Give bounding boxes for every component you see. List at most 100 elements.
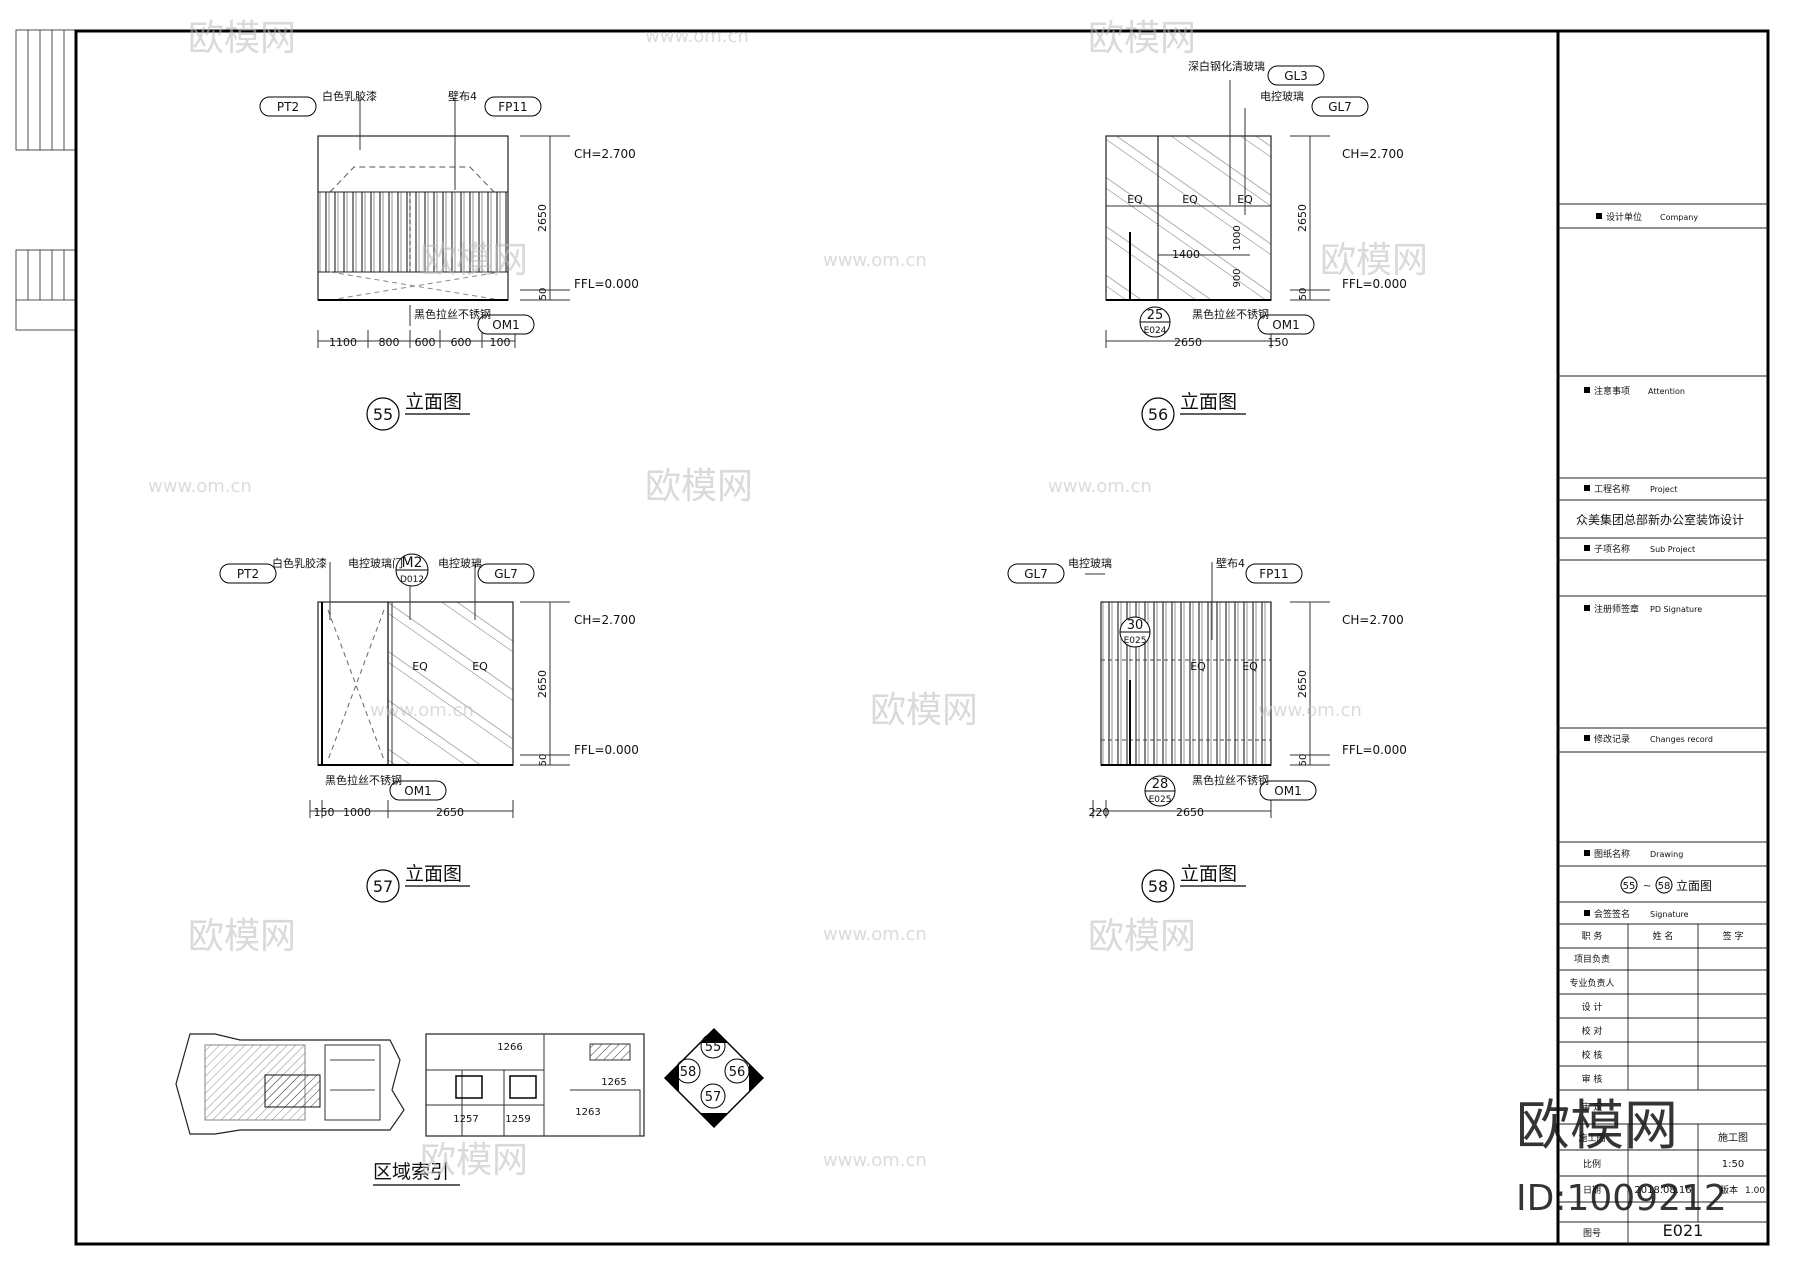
room-number: 1263 [575, 1107, 600, 1118]
section-ref-num: 30 [1127, 618, 1144, 633]
room-number: 1265 [601, 1077, 626, 1088]
tag-note: 电控玻璃 [438, 556, 482, 570]
floor-level: FFL=0.000 [574, 743, 639, 757]
height-dim: 50 [538, 288, 549, 301]
width-dim: 600 [415, 336, 436, 349]
elevation-56: GL3 深白钢化清玻璃 GL7 电控玻璃 OM1 黑色拉丝不锈钢 CH=2.70… [1105, 59, 1407, 431]
tag-note: 电控玻璃 [1068, 556, 1112, 570]
changes-label-en: Changes record [1650, 735, 1713, 744]
signature-label-en: Signature [1650, 910, 1689, 919]
room-number: 1257 [453, 1114, 478, 1125]
elevation-title: 立面图 [405, 391, 462, 413]
ceiling-level: CH=2.700 [1342, 147, 1404, 161]
inner-dim: EQ [1182, 193, 1198, 206]
project-label-en: Project [1650, 485, 1677, 494]
elevation-number: 55 [373, 405, 393, 424]
left-margin-strip [15, 29, 77, 331]
inner-dim: EQ [472, 660, 488, 673]
index-58: 58 [680, 1065, 697, 1080]
inner-dim: EQ [1242, 660, 1258, 673]
index-55: 55 [705, 1040, 722, 1055]
inner-dim: EQ [1127, 193, 1143, 206]
company-label-en: Company [1660, 213, 1698, 222]
elevation-number: 56 [1148, 405, 1168, 424]
tag-note: 黑色拉丝不锈钢 [1192, 307, 1269, 321]
tag-code: OM1 [1274, 784, 1301, 798]
height-dim: 2650 [536, 204, 549, 232]
watermark-url: www.om.cn [148, 476, 252, 497]
tag-code: GL7 [1024, 567, 1048, 581]
width-dim: 100 [490, 336, 511, 349]
width-dim: 600 [451, 336, 472, 349]
ceiling-level: CH=2.700 [574, 613, 636, 627]
section-ref-sheet: E025 [1124, 636, 1147, 646]
tag-note: 壁布4 [1216, 556, 1245, 570]
tag-code: PT2 [277, 100, 299, 114]
floor-level: FFL=0.000 [1342, 743, 1407, 757]
meta-label: 日期 [1583, 1185, 1601, 1196]
sheet-number-label: 图号 [1583, 1228, 1601, 1239]
company-label: 设计单位 [1606, 211, 1642, 223]
sign-row: 审 定 [1582, 1101, 1603, 1113]
width-dim: 220 [1089, 806, 1110, 819]
tag-note: 白色乳胶漆 [322, 89, 377, 103]
tag-note: 深白钢化清玻璃 [1188, 59, 1265, 73]
inner-dim: 1000 [1232, 225, 1243, 250]
width-dim: 1100 [329, 336, 357, 349]
height-dim: 2650 [1296, 204, 1309, 232]
tag-code: FP11 [1259, 567, 1288, 581]
tag-note: 白色乳胶漆 [272, 556, 327, 570]
tag-code: FP11 [498, 100, 527, 114]
drawing-sep: ~ [1643, 881, 1651, 892]
key-plan: 1266 1265 1257 1259 1263 55 56 57 58 区域索… [175, 1027, 765, 1186]
watermark-brand: 欧模网 [870, 690, 978, 731]
meta-label: 版本 [1720, 1184, 1738, 1196]
signature-label: 会签签名 [1594, 908, 1630, 920]
drawing-title: 立面图 [1676, 878, 1712, 893]
index-57: 57 [705, 1090, 722, 1105]
changes-label: 修改记录 [1594, 733, 1630, 745]
watermark-url: www.om.cn [645, 26, 749, 47]
drawing-label: 图纸名称 [1594, 848, 1630, 860]
elevation-title: 立面图 [1180, 391, 1237, 413]
sign-header: 姓 名 [1653, 930, 1674, 942]
sign-row: 校 对 [1582, 1025, 1603, 1037]
tag-note: 黑色拉丝不锈钢 [1192, 773, 1269, 787]
drawing-label-en: Drawing [1650, 850, 1683, 859]
width-dim: 150 [314, 806, 335, 819]
advisor-label-en: Attention [1648, 387, 1685, 396]
watermark-brand: 欧模网 [645, 466, 753, 507]
tag-code: OM1 [404, 784, 431, 798]
meta-value: 1:50 [1722, 1159, 1744, 1170]
elevation-title: 立面图 [1180, 863, 1237, 885]
door-sheet: D012 [400, 575, 424, 585]
width-dim: 150 [1268, 336, 1289, 349]
sign-row: 审 核 [1582, 1073, 1603, 1085]
door-code: M2 [402, 555, 423, 571]
floor-level: FFL=0.000 [1342, 277, 1407, 291]
tag-note: 电控玻璃门 [348, 556, 403, 570]
meta-value: 1.00 [1745, 1186, 1765, 1196]
index-56: 56 [729, 1065, 746, 1080]
elevation-number: 57 [373, 877, 393, 896]
inner-dim: EQ [412, 660, 428, 673]
sub-project-label-en: Sub Project [1650, 545, 1695, 554]
elevation-55: PT2 白色乳胶漆 FP11 壁布4 OM1 黑色拉丝不锈钢 CH=2.700 … [259, 89, 639, 431]
pd-label-en: PD Signature [1650, 605, 1702, 614]
watermark-brand: 欧模网 [188, 916, 296, 957]
tag-code: GL3 [1284, 69, 1308, 83]
sign-row: 专业负责人 [1569, 977, 1614, 989]
sign-header: 签 字 [1723, 930, 1744, 942]
drawing-from: 55 [1623, 881, 1636, 892]
tag-note: 电控玻璃 [1260, 89, 1304, 103]
elevation-57: PT2 白色乳胶漆 M2 D012 电控玻璃门 GL7 电控玻璃 OM1 黑色拉… [219, 553, 639, 903]
tag-code: OM1 [492, 318, 519, 332]
title-block: 设计单位 Company 注意事项 Attention 工程名称 Project… [1556, 31, 1769, 1244]
sign-row: 项目负责 [1574, 953, 1610, 965]
key-plan-title: 区域索引 [373, 1161, 449, 1183]
watermark-brand: 欧模网 [1088, 18, 1196, 59]
inner-dim: 900 [1232, 268, 1243, 287]
height-dim: 50 [1298, 754, 1309, 767]
room-number: 1266 [497, 1042, 522, 1053]
advisor-label: 注意事项 [1594, 385, 1630, 397]
